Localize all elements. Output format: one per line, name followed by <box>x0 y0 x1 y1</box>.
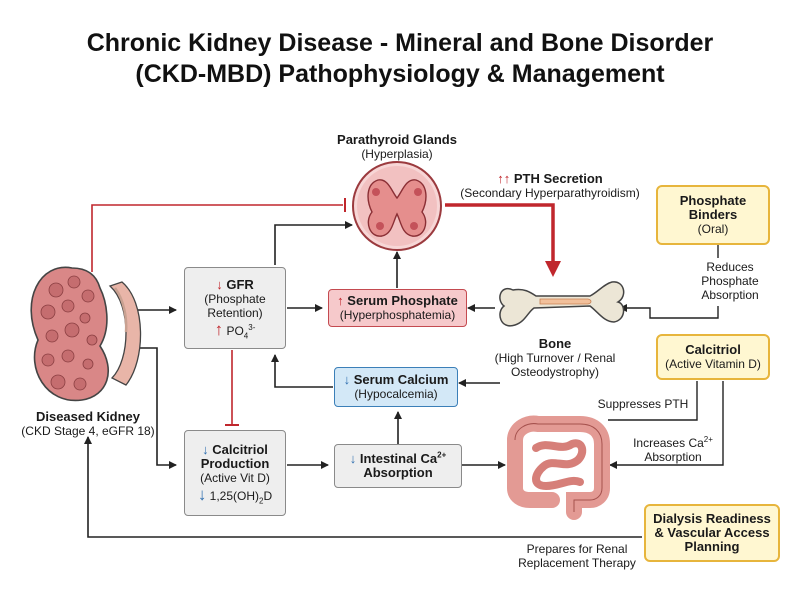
binders-subtitle: (Oral) <box>697 222 729 236</box>
dialysis-title-2: & Vascular Access <box>654 525 770 540</box>
calcitriol-effect-a: Suppresses PTH <box>597 397 689 411</box>
arrow-calcitriol-suppress-pth <box>608 381 698 421</box>
calcitriol-effect-b-charge: 2+ <box>703 435 713 444</box>
intestine-icon <box>507 415 610 520</box>
serum-phosphate-subtitle: (Hyperphosphatemia) <box>339 308 456 322</box>
binders-effect-3: Absorption <box>701 288 759 302</box>
bone-line-3: Osteodystrophy) <box>510 365 600 379</box>
phosphate-binders-box: Phosphate Binders (Oral) <box>656 185 770 245</box>
arrow-calcitriol-to-gut <box>609 381 724 469</box>
calcitriol-production-box: ↓ Calcitriol Production (Active Vit D) ↓… <box>184 430 286 516</box>
parathyroid-icon <box>352 161 442 251</box>
title-line-2: (CKD-MBD) Pathophysiology & Management <box>135 60 665 88</box>
intestinal-title-1: Intestinal Ca <box>359 451 438 466</box>
arrow-dialysis-to-kidney <box>84 436 642 538</box>
dialysis-effect-2: Replacement Therapy <box>518 556 636 570</box>
arrow-kidney-to-calcitriol <box>130 347 177 469</box>
bone-line-2: (High Turnover / Renal <box>494 351 616 365</box>
arrow-calcium-to-gfr <box>271 354 333 388</box>
binders-title-1: Phosphate <box>679 193 747 208</box>
calcitriol-therapy-subtitle: (Active Vitamin D) <box>665 357 761 371</box>
parathyroid-subtitle: (Hyperplasia) <box>361 147 433 161</box>
calcitriol-production-title-2: Production <box>200 456 270 471</box>
increases-calcium-label: Increases Ca2+ Absorption <box>626 435 720 465</box>
bone-title: Bone <box>538 336 572 351</box>
dialysis-effect-label: Prepares for Renal Replacement Therapy <box>516 542 638 570</box>
arrow-pth-to-bone <box>445 203 561 277</box>
calcitriol-effect-b-2: Absorption <box>644 450 702 464</box>
vitamin-d-down-arrow-icon: ↓ <box>197 485 207 504</box>
intestinal-down-arrow-icon: ↓ <box>349 451 357 466</box>
gfr-box: ↓ GFR (Phosphate Retention) ↑ PO43- <box>184 267 286 349</box>
binders-effect-label: Reduces Phosphate Absorption <box>690 260 770 302</box>
serum-phosphate-box: ↑ Serum Phosphate (Hyperphosphatemia) <box>328 289 467 327</box>
dialysis-box: Dialysis Readiness & Vascular Access Pla… <box>644 504 780 562</box>
binders-effect-2: Phosphate <box>701 274 759 288</box>
dialysis-title-1: Dialysis Readiness <box>653 511 771 526</box>
calcitriol-therapy-box: Calcitriol (Active Vitamin D) <box>656 334 770 380</box>
serum-calcium-title: Serum Calcium <box>353 372 449 387</box>
calcitriol-production-title-1: Calcitriol <box>212 442 268 457</box>
gfr-line-3: Retention) <box>207 306 263 320</box>
calcium-down-arrow-icon: ↓ <box>343 372 351 387</box>
pth-label: ↑↑ PTH Secretion (Secondary Hyperparathy… <box>458 171 642 201</box>
intestinal-absorption-box: ↓ Intestinal Ca2+ Absorption <box>334 444 462 488</box>
binders-title-2: Binders <box>688 207 738 222</box>
kidney-icon <box>30 266 142 402</box>
calcitriol-effect-b-1: Increases Ca <box>633 436 704 450</box>
serum-calcium-box: ↓ Serum Calcium (Hypocalcemia) <box>334 367 458 407</box>
pth-subtitle: (Secondary Hyperparathyroidism) <box>460 186 640 200</box>
vitamin-d-subscript: 2 <box>259 496 264 506</box>
serum-phosphate-title: Serum Phosphate <box>347 293 458 308</box>
phosphate-arrow-icon: ↑ <box>337 293 344 308</box>
vitamin-d-label: 1,25(OH) <box>209 489 260 503</box>
inhibit-kidney-parathyroid <box>91 204 343 272</box>
binders-effect-1: Reduces <box>706 260 754 274</box>
kidney-subtitle: (CKD Stage 4, eGFR 18) <box>21 424 155 438</box>
calcitriol-production-subtitle: (Active Vit D) <box>200 471 270 485</box>
dialysis-effect-1: Prepares for Renal <box>526 542 628 556</box>
kidney-label: Diseased Kidney (CKD Stage 4, eGFR 18) <box>14 409 162 439</box>
suppresses-pth-label: Suppresses PTH <box>596 397 690 411</box>
kidney-title: Diseased Kidney <box>35 409 141 424</box>
phosphate-ion-charge: 3- <box>248 323 256 332</box>
calcitriol-down-arrow-icon: ↓ <box>202 442 209 457</box>
bone-icon <box>499 281 625 327</box>
vitamin-d-tail: D <box>263 489 273 503</box>
phosphate-ion-subscript: 4 <box>243 331 249 341</box>
calcitriol-therapy-title: Calcitriol <box>685 342 741 357</box>
title-line-1: Chronic Kidney Disease - Mineral and Bon… <box>86 29 714 57</box>
gfr-down-arrow-icon: ↓ <box>216 277 223 292</box>
gfr-title: GFR <box>226 277 254 292</box>
phosphate-ion-label: PO <box>226 324 244 338</box>
arrow-gfr-to-parathyroid <box>274 221 353 265</box>
serum-calcium-subtitle: (Hypocalcemia) <box>354 387 438 401</box>
arrow-binders-to-bone <box>619 304 719 319</box>
parathyroid-label: Parathyroid Glands (Hyperplasia) <box>330 132 464 162</box>
diagram-title: Chronic Kidney Disease - Mineral and Bon… <box>0 28 800 90</box>
parathyroid-title: Parathyroid Glands <box>337 132 457 147</box>
phosphate-up-arrow-icon: ↑ <box>214 320 224 339</box>
intestinal-title-charge: 2+ <box>437 450 447 460</box>
gfr-line-2: (Phosphate <box>204 292 266 306</box>
pth-title: PTH Secretion <box>513 171 603 186</box>
bone-label: Bone (High Turnover / Renal Osteodystrop… <box>480 336 630 380</box>
dialysis-title-3: Planning <box>684 539 740 554</box>
intestinal-title-2: Absorption <box>363 465 433 480</box>
pth-up-arrow-icon: ↑↑ <box>497 171 511 186</box>
